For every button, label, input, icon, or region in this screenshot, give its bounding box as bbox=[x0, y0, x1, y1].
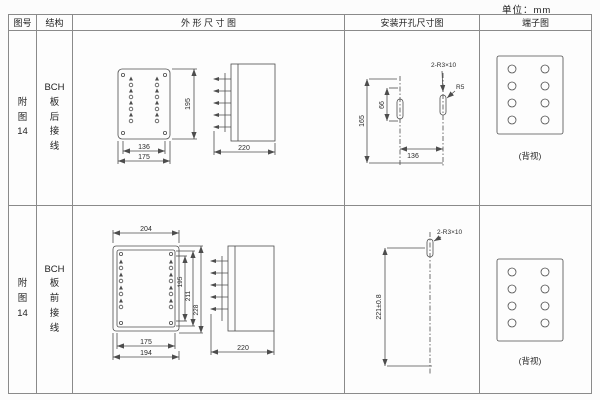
header-outline-diagram: 外 形 尺 寸 图 bbox=[73, 15, 345, 31]
dim-text-66: 66 bbox=[379, 101, 386, 109]
dim-width-194: 194 bbox=[112, 333, 180, 360]
dim-text-175: 175 bbox=[138, 154, 150, 161]
dim-221: 221±0.8 bbox=[376, 247, 432, 367]
dim-depth-220: 220 bbox=[213, 131, 276, 155]
dim-depth-220: 220 bbox=[210, 314, 275, 355]
terminal-block bbox=[496, 55, 564, 135]
structure-label-row1: BCH 板 后 接 线 bbox=[44, 82, 65, 153]
dim-66: 66 bbox=[379, 87, 398, 122]
mounting-drawing-cell-row2: 2-R3×10 221±0.8 bbox=[345, 206, 480, 393]
dim-width-175: 175 bbox=[117, 141, 171, 164]
mounting-slots bbox=[396, 94, 447, 120]
structure-cell-row2: BCH 板 前 接 线 bbox=[37, 206, 73, 393]
outline-drawing-front-wiring: 204 195 bbox=[112, 226, 275, 360]
dim-height-228: 228 bbox=[179, 245, 204, 334]
fig-no-cell-row2: 附 图 14 bbox=[9, 206, 37, 393]
dim-165: 165 bbox=[359, 78, 443, 164]
mounting-slot bbox=[426, 238, 434, 258]
terminal-block bbox=[496, 258, 564, 342]
dim-top-204: 204 bbox=[112, 226, 180, 243]
dim-height-195: 195 bbox=[176, 255, 188, 322]
dim-text-220: 220 bbox=[237, 345, 249, 352]
figure-number-row1: 附 图 14 bbox=[17, 96, 28, 138]
dim-text-211: 211 bbox=[185, 290, 192, 301]
dim-text-194: 194 bbox=[140, 350, 152, 357]
structure-cell-row1: BCH 板 后 接 线 bbox=[37, 31, 73, 206]
radius-label: R5 bbox=[446, 84, 465, 99]
outline-drawing-cell-row2: 204 195 bbox=[73, 206, 345, 393]
header-mounting-diagram: 安装开孔尺寸图 bbox=[345, 15, 480, 31]
unit-label: 单位：mm bbox=[502, 5, 552, 16]
dim-text-221: 221±0.8 bbox=[376, 294, 383, 319]
radius-text: R5 bbox=[456, 84, 465, 91]
dim-text-195: 195 bbox=[185, 98, 192, 110]
relay-side-view bbox=[213, 63, 276, 142]
dim-text-195: 195 bbox=[177, 276, 184, 287]
terminal-drawing-cell-row1: (背视) bbox=[480, 31, 591, 206]
slot-label: 2-R3×10 bbox=[433, 229, 462, 242]
dim-text-175: 175 bbox=[140, 339, 152, 346]
terminal-caption: (背视) bbox=[519, 356, 542, 366]
header-structure: 结构 bbox=[37, 15, 73, 31]
terminal-caption: (背视) bbox=[519, 151, 542, 161]
relay-front-view bbox=[117, 68, 171, 140]
slot-label: 2-R3×10 bbox=[431, 62, 456, 93]
header-terminal-diagram: 端子图 bbox=[480, 15, 591, 31]
relay-side-view bbox=[210, 245, 275, 332]
dim-height-195: 195 bbox=[172, 68, 197, 140]
dim-height-211: 211 bbox=[176, 250, 196, 327]
dim-text-228: 228 bbox=[193, 304, 200, 315]
mounting-drawing-cell-row1: 2-R3×10 R5 165 66 bbox=[345, 31, 480, 206]
figure-number-row2: 附 图 14 bbox=[17, 278, 28, 319]
structure-label-row2: BCH 板 前 接 线 bbox=[44, 263, 65, 334]
outline-drawing-rear-wiring: 195 136 175 bbox=[117, 63, 276, 164]
dim-text-204: 204 bbox=[140, 226, 152, 233]
dim-width-175: 175 bbox=[116, 333, 176, 349]
slot-spec-text: 2-R3×10 bbox=[431, 62, 456, 69]
outline-drawing-cell-row1: 195 136 175 bbox=[73, 31, 345, 206]
dimension-table: 图号 结构 外 形 尺 寸 图 安装开孔尺寸图 端子图 附 图 14 BCH 板… bbox=[8, 14, 592, 394]
fig-no-cell-row1: 附 图 14 bbox=[9, 31, 37, 206]
dim-text-165: 165 bbox=[359, 115, 366, 127]
header-fig-no: 图号 bbox=[9, 15, 37, 31]
mounting-holes-drawing-rear: 2-R3×10 R5 165 66 bbox=[359, 62, 465, 166]
terminal-diagram-rear: (背视) bbox=[496, 55, 564, 161]
dim-text-136: 136 bbox=[138, 144, 150, 151]
slot-spec-text: 2-R3×10 bbox=[437, 229, 462, 236]
dim-136-holes: 136 bbox=[400, 146, 443, 160]
mounting-holes-drawing-front: 2-R3×10 221±0.8 bbox=[376, 229, 462, 374]
dim-text-220: 220 bbox=[238, 145, 250, 152]
terminal-diagram-front: (背视) bbox=[496, 258, 564, 366]
dim-text-136-holes: 136 bbox=[407, 153, 419, 160]
terminal-drawing-cell-row2: (背视) bbox=[480, 206, 591, 393]
dim-width-136: 136 bbox=[122, 141, 166, 154]
relay-front-view bbox=[112, 245, 180, 332]
